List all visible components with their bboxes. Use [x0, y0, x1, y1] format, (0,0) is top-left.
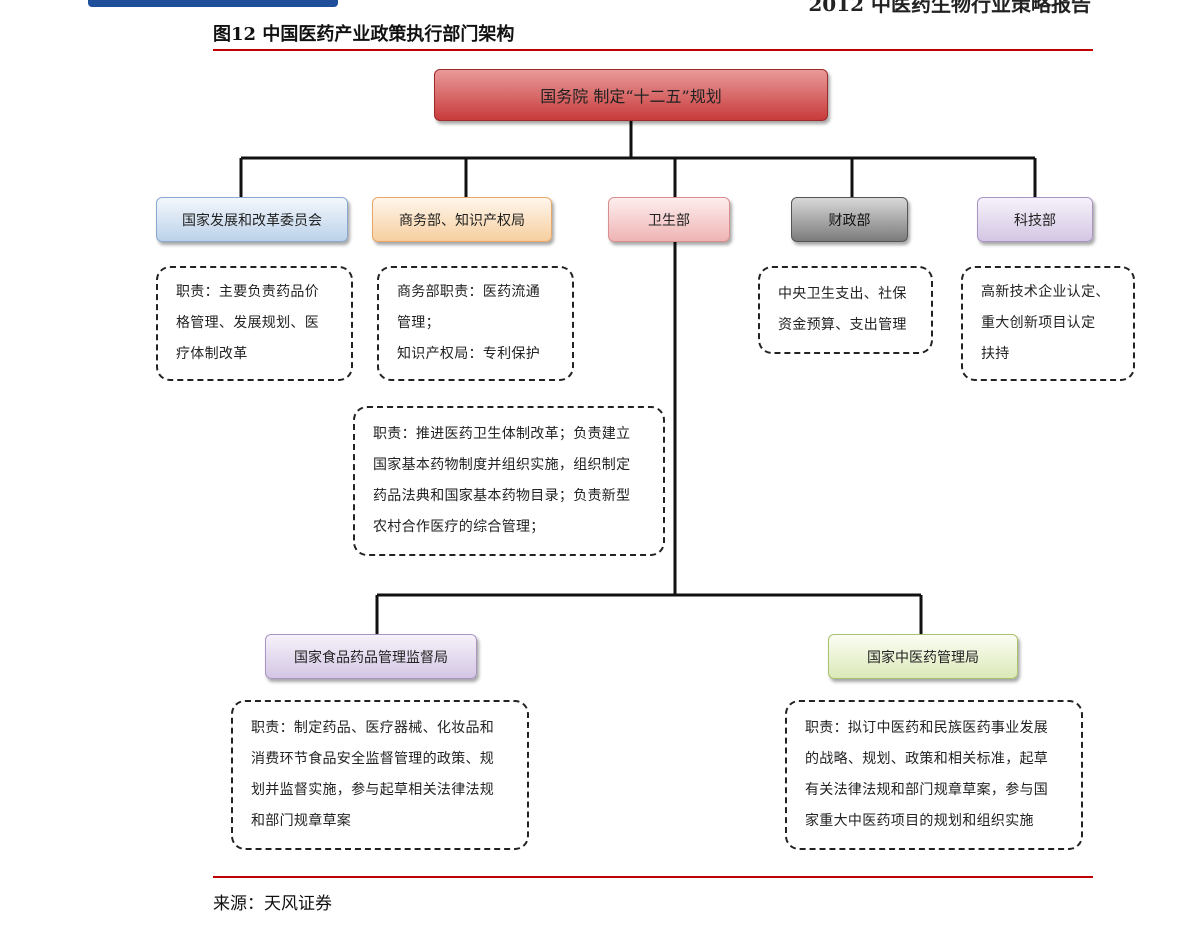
desc-mof: 中央卫生支出、社保 资金预算、支出管理 — [758, 266, 933, 354]
desc-line: 扶持 — [981, 346, 1010, 362]
desc-line: 农村合作医疗的综合管理； — [373, 519, 545, 535]
desc-line: 管理； — [397, 315, 440, 331]
desc-line: 职责：主要负责药品价 — [176, 284, 319, 300]
node-sfda: 国家食品药品管理监督局 — [265, 634, 477, 679]
node-mof: 财政部 — [791, 197, 908, 242]
desc-line: 消费环节食品安全监督管理的政策、规 — [251, 751, 495, 767]
desc-line: 知识产权局：专利保护 — [397, 346, 540, 362]
desc-sfda: 职责：制定药品、医疗器械、化妆品和 消费环节食品安全监督管理的政策、规 划并监督… — [231, 700, 529, 850]
node-moh: 卫生部 — [608, 197, 730, 242]
desc-line: 划并监督实施，参与起草相关法律法规 — [251, 782, 495, 798]
desc-line: 中央卫生支出、社保 — [778, 286, 907, 302]
node-most: 科技部 — [977, 197, 1093, 242]
node-state-council: 国务院 制定“十二五”规划 — [434, 69, 828, 121]
desc-line: 药品法典和国家基本药物目录；负责新型 — [373, 488, 631, 504]
desc-ndrc: 职责：主要负责药品价 格管理、发展规划、医 疗体制改革 — [156, 266, 353, 381]
top-divider — [213, 49, 1093, 51]
node-mofcom-ipo: 商务部、知识产权局 — [372, 197, 552, 242]
node-satcm: 国家中医药管理局 — [828, 634, 1018, 679]
desc-line: 职责：拟订中医药和民族医药事业发展 — [805, 720, 1049, 736]
desc-line: 国家基本药物制度并组织实施，组织制定 — [373, 457, 631, 473]
header-accent-bar — [88, 0, 338, 7]
node-ndrc: 国家发展和改革委员会 — [156, 197, 348, 242]
desc-line: 家重大中医药项目的规划和组织实施 — [805, 813, 1034, 829]
desc-line: 疗体制改革 — [176, 346, 248, 362]
bottom-divider — [213, 876, 1093, 878]
desc-moh: 职责：推进医药卫生体制改革；负责建立 国家基本药物制度并组织实施，组织制定 药品… — [353, 406, 665, 556]
desc-line: 商务部职责：医药流通 — [397, 284, 540, 300]
desc-line: 高新技术企业认定、 — [981, 284, 1110, 300]
desc-line: 和部门规章草案 — [251, 813, 352, 829]
desc-satcm: 职责：拟订中医药和民族医药事业发展 的战略、规划、政策和相关标准，起草 有关法律… — [785, 700, 1083, 850]
source-note: 来源：天风证券 — [213, 894, 332, 914]
figure-title: 图12 中国医药产业政策执行部门架构 — [213, 24, 515, 45]
desc-line: 的战略、规划、政策和相关标准，起草 — [805, 751, 1049, 767]
desc-line: 职责：制定药品、医疗器械、化妆品和 — [251, 720, 495, 736]
desc-line: 职责：推进医药卫生体制改革；负责建立 — [373, 426, 631, 442]
report-header: 2012 中医药生物行业策略报告 — [808, 0, 1091, 16]
desc-mofcom-ipo: 商务部职责：医药流通 管理； 知识产权局：专利保护 — [377, 266, 574, 381]
desc-line: 有关法律法规和部门规章草案，参与国 — [805, 782, 1049, 798]
desc-line: 资金预算、支出管理 — [778, 317, 907, 333]
desc-line: 重大创新项目认定 — [981, 315, 1096, 331]
desc-most: 高新技术企业认定、 重大创新项目认定 扶持 — [961, 266, 1135, 381]
desc-line: 格管理、发展规划、医 — [176, 315, 319, 331]
